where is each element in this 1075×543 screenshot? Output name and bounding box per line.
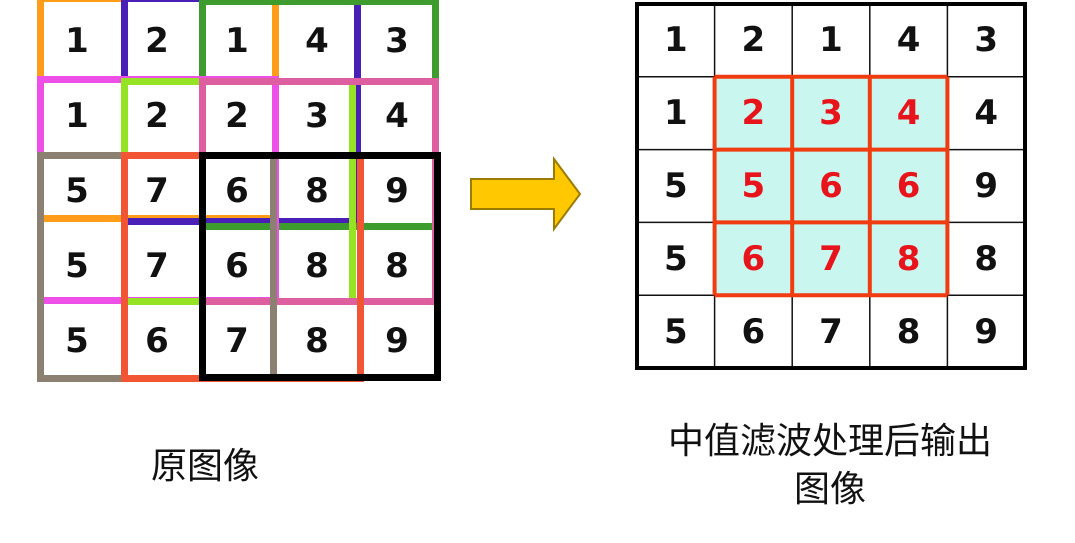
output-cell-filtered: 3 xyxy=(792,76,870,150)
source-cell: 3 xyxy=(305,95,329,136)
output-cell: 9 xyxy=(974,311,999,352)
output-cell: 8 xyxy=(896,311,921,352)
output-cell: 5 xyxy=(663,165,688,206)
output-cell: 2 xyxy=(741,20,766,61)
output-cell: 1 xyxy=(819,20,843,61)
source-cell: 7 xyxy=(145,170,169,211)
source-cell: 1 xyxy=(225,20,249,61)
output-cell: 4 xyxy=(896,20,921,61)
output-cell-filtered: 6 xyxy=(869,149,948,223)
source-cell: 1 xyxy=(65,95,89,136)
source-cell: 3 xyxy=(385,20,409,61)
right-arrow-icon xyxy=(470,156,582,232)
source-cell: 8 xyxy=(385,245,409,286)
output-cell: 5 xyxy=(663,238,688,279)
output-cell-filtered: 8 xyxy=(869,222,948,296)
output-cell: 5 xyxy=(663,311,688,352)
source-cell: 9 xyxy=(385,320,409,361)
output-caption: 中值滤波处理后输出 图像 xyxy=(610,418,1050,514)
output-cell: 3 xyxy=(974,20,999,61)
output-cell: 8 xyxy=(974,238,999,279)
source-cell: 4 xyxy=(305,20,329,61)
output-caption-line2: 图像 xyxy=(793,469,866,510)
source-cell: 4 xyxy=(385,95,409,136)
source-cell: 5 xyxy=(65,320,89,361)
source-cell: 2 xyxy=(145,20,169,61)
output-cell-filtered: 6 xyxy=(714,222,793,296)
output-cell-filtered: 7 xyxy=(792,222,870,296)
source-cell: 2 xyxy=(145,95,169,136)
source-cell: 8 xyxy=(305,170,329,211)
source-cell: 7 xyxy=(225,320,249,361)
source-caption: 原图像 xyxy=(150,446,259,487)
output-cell-filtered: 6 xyxy=(792,149,870,223)
output-cell: 1 xyxy=(663,20,688,61)
source-cell: 6 xyxy=(225,170,249,211)
source-cell: 1 xyxy=(65,20,89,61)
output-cell-filtered: 4 xyxy=(869,76,948,150)
source-cell: 2 xyxy=(225,95,249,136)
output-cell: 9 xyxy=(974,165,999,206)
output-cell: 6 xyxy=(741,311,766,352)
output-cell: 7 xyxy=(819,311,843,352)
source-cell: 8 xyxy=(305,320,329,361)
source-cell: 9 xyxy=(385,170,409,211)
source-cell: 6 xyxy=(225,245,249,286)
source-cell: 7 xyxy=(145,245,169,286)
output-caption-line1: 中值滤波处理后输出 xyxy=(667,421,992,462)
output-cell-filtered: 2 xyxy=(714,76,793,150)
output-cell-filtered: 5 xyxy=(714,149,793,223)
output-cell: 4 xyxy=(974,93,999,134)
source-cell: 5 xyxy=(65,170,89,211)
source-cell: 5 xyxy=(65,245,89,286)
output-cell: 1 xyxy=(663,93,688,134)
source-cell: 8 xyxy=(305,245,329,286)
source-cell: 6 xyxy=(145,320,169,361)
